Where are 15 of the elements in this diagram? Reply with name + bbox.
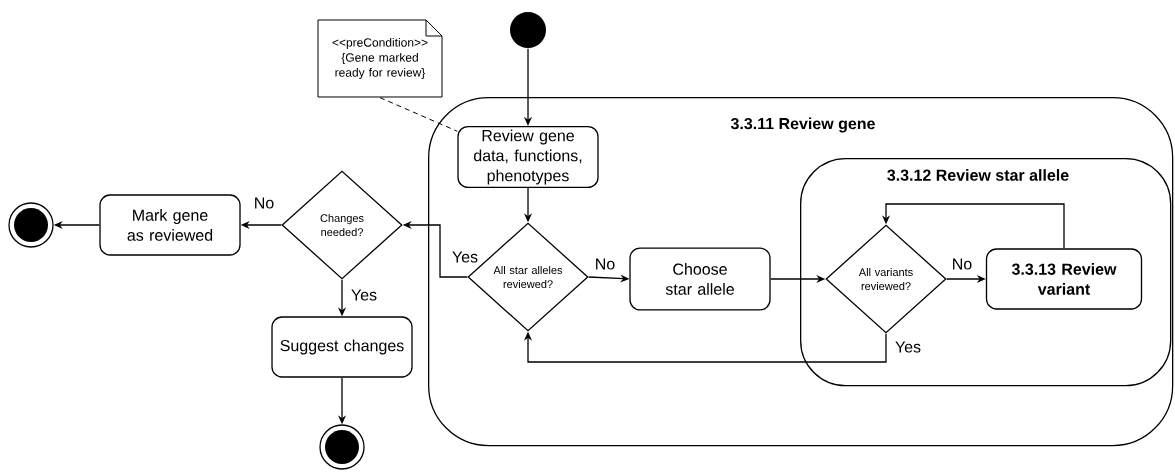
action-box: Mark gene as reviewed bbox=[99, 194, 241, 256]
edge-label: Yes bbox=[895, 341, 921, 353]
action-box: 3.3.13 Review variant bbox=[985, 248, 1143, 310]
action-box: Review gene data, functions, phenotypes bbox=[457, 125, 599, 189]
end-node bbox=[319, 424, 365, 470]
edge-label: Yes bbox=[452, 251, 478, 263]
action-box: Choose star allele bbox=[629, 247, 771, 311]
end-node bbox=[8, 202, 54, 248]
edge-label: No bbox=[255, 197, 274, 209]
edge-label: No bbox=[596, 258, 615, 270]
note: <<preCondition>> {Gene marked ready for review} bbox=[317, 19, 443, 98]
edge-label: No bbox=[953, 258, 972, 270]
edge-label: Yes bbox=[351, 289, 377, 301]
action-box: Suggest changes bbox=[271, 316, 413, 378]
start-node bbox=[510, 12, 546, 48]
